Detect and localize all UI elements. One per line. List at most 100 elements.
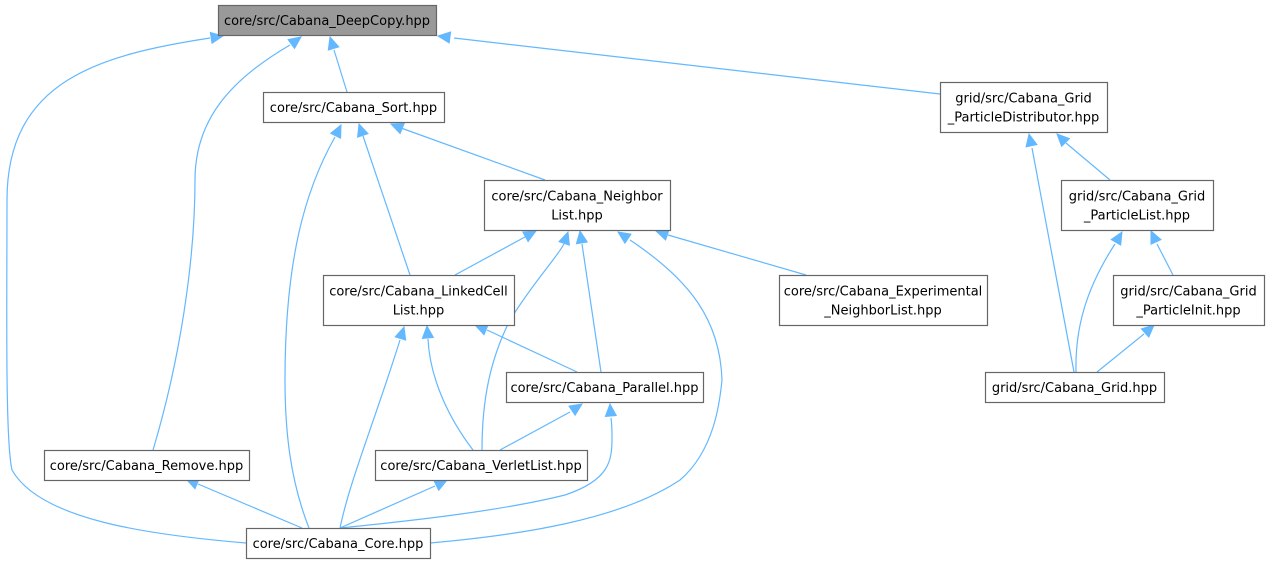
node-sort[interactable]: core/src/Cabana_Sort.hpp (262, 91, 446, 124)
edge-line (284, 136, 336, 529)
node-box[interactable] (245, 527, 432, 560)
arrowhead-icon (1056, 133, 1071, 148)
arrowhead-icon (1110, 230, 1123, 246)
arrowhead-icon (287, 36, 302, 50)
node-label: List.hpp (393, 304, 445, 319)
node-parallel[interactable]: core/src/Cabana_Parallel.hpp (505, 371, 705, 404)
edge-line (1156, 243, 1174, 276)
edge-line (197, 483, 303, 529)
node-box[interactable] (505, 371, 705, 404)
edge-verlet-to-linkedcell (421, 324, 474, 451)
node-neighborlist[interactable]: core/src/Cabana_NeighborList.hpp (483, 179, 672, 232)
arrowhead-icon (357, 122, 369, 138)
edge-linkedcell-to-sort (357, 122, 411, 276)
edge-parallel-to-neighborlist (575, 229, 602, 373)
node-label: grid/src/Cabana_Grid (1069, 190, 1205, 205)
node-box[interactable] (778, 274, 989, 327)
node-box[interactable] (43, 449, 251, 482)
edge-core-to-remove (184, 477, 303, 529)
edge-line (581, 243, 602, 373)
node-box[interactable] (984, 371, 1166, 404)
arrowhead-icon (568, 403, 583, 417)
node-label: core/src/Cabana_Neighbor (491, 190, 663, 205)
arrowhead-icon (394, 325, 407, 341)
node-label: core/src/Cabana_Core.hpp (253, 537, 424, 552)
arrowhead-icon (558, 230, 570, 246)
node-box[interactable] (217, 4, 438, 37)
arrowhead-icon (327, 35, 340, 51)
edge-experimental-to-neighborlist (654, 229, 807, 276)
node-label: _NeighborList.hpp (823, 304, 941, 319)
arrowhead-icon (436, 31, 452, 44)
node-verlet[interactable]: core/src/Cabana_VerletList.hpp (374, 449, 589, 482)
node-grid_pl[interactable]: grid/src/Cabana_Grid _ParticleList.hpp (1060, 179, 1215, 232)
edge-line (400, 127, 546, 181)
edge-line (362, 135, 411, 276)
node-box[interactable] (1060, 179, 1215, 232)
nodes-layer: core/src/Cabana_DeepCopy.hpp core/src/Cab… (43, 4, 1266, 560)
arrowhead-icon (575, 229, 589, 245)
arrowhead-icon (1150, 229, 1162, 245)
edge-line (454, 236, 526, 276)
node-remove[interactable]: core/src/Cabana_Remove.hpp (43, 449, 251, 482)
edge-line (339, 417, 613, 529)
node-label: core/src/Cabana_Parallel.hpp (510, 381, 698, 396)
node-label: _ParticleList.hpp (1083, 209, 1190, 224)
edge-line (6, 37, 247, 544)
edge-line (1075, 243, 1116, 373)
node-box[interactable] (939, 81, 1109, 134)
edge-line (667, 234, 807, 276)
edge-grid-to-grid_pl (1075, 230, 1123, 373)
node-deepcopy[interactable]: core/src/Cabana_DeepCopy.hpp (217, 4, 438, 37)
node-label: List.hpp (551, 209, 603, 224)
arrowhead-icon (1140, 324, 1155, 339)
edge-verlet-to-parallel (499, 403, 583, 451)
arrowhead-icon (521, 230, 538, 243)
edge-line (333, 49, 348, 93)
node-label: grid/src/Cabana_Grid (955, 92, 1091, 107)
edge-core-to-parallel (339, 402, 618, 529)
edge-verlet-to-neighborlist (481, 230, 570, 451)
node-label: core/src/Cabana_DeepCopy.hpp (224, 14, 430, 29)
node-box[interactable] (322, 274, 516, 327)
edge-parallel-to-linkedcell (473, 323, 578, 373)
edge-line (427, 338, 474, 451)
arrowhead-icon (389, 122, 405, 135)
node-label: core/src/Cabana_Remove.hpp (50, 459, 244, 474)
node-label: core/src/Cabana_Experimental (784, 285, 983, 300)
arrowhead-icon (617, 231, 632, 245)
node-box[interactable] (483, 179, 672, 232)
node-label: _ParticleInit.hpp (1135, 304, 1240, 319)
node-label: grid/src/Cabana_Grid.hpp (992, 381, 1157, 396)
node-box[interactable] (262, 91, 446, 124)
node-grid_pi[interactable]: grid/src/Cabana_Grid _ParticleInit.hpp (1112, 274, 1266, 327)
edge-line (453, 37, 941, 95)
edge-line (499, 411, 571, 451)
node-grid[interactable]: grid/src/Cabana_Grid.hpp (984, 371, 1166, 404)
edge-grid_pd-to-deepcopy (436, 31, 941, 95)
node-experimental[interactable]: core/src/Cabana_Experimental _NeighborLis… (778, 274, 989, 327)
node-label: _ParticleDistributor.hpp (947, 111, 1100, 126)
arrowhead-icon (604, 402, 618, 417)
node-box[interactable] (374, 449, 589, 482)
node-box[interactable] (1112, 274, 1266, 327)
edge-grid-to-grid_pd (1025, 132, 1075, 373)
node-core[interactable]: core/src/Cabana_Core.hpp (245, 527, 432, 560)
edge-core-to-linkedcell (339, 325, 407, 529)
edge-linkedcell-to-neighborlist (454, 230, 538, 276)
node-label: core/src/Cabana_LinkedCell (329, 285, 508, 300)
arrowhead-icon (1025, 132, 1038, 148)
edge-line (339, 485, 436, 529)
node-label: grid/src/Cabana_Grid (1120, 285, 1256, 300)
node-grid_pd[interactable]: grid/src/Cabana_Grid _ParticleDistributor… (939, 81, 1109, 134)
edge-line (1096, 333, 1145, 373)
edge-core-to-neighborlist (429, 231, 723, 544)
edge-line (1065, 142, 1111, 181)
arrowhead-icon (329, 123, 342, 139)
node-label: core/src/Cabana_VerletList.hpp (380, 459, 581, 474)
edge-sort-to-deepcopy (327, 35, 348, 93)
edge-line (1031, 147, 1075, 373)
edge-core-to-verlet (339, 479, 449, 529)
